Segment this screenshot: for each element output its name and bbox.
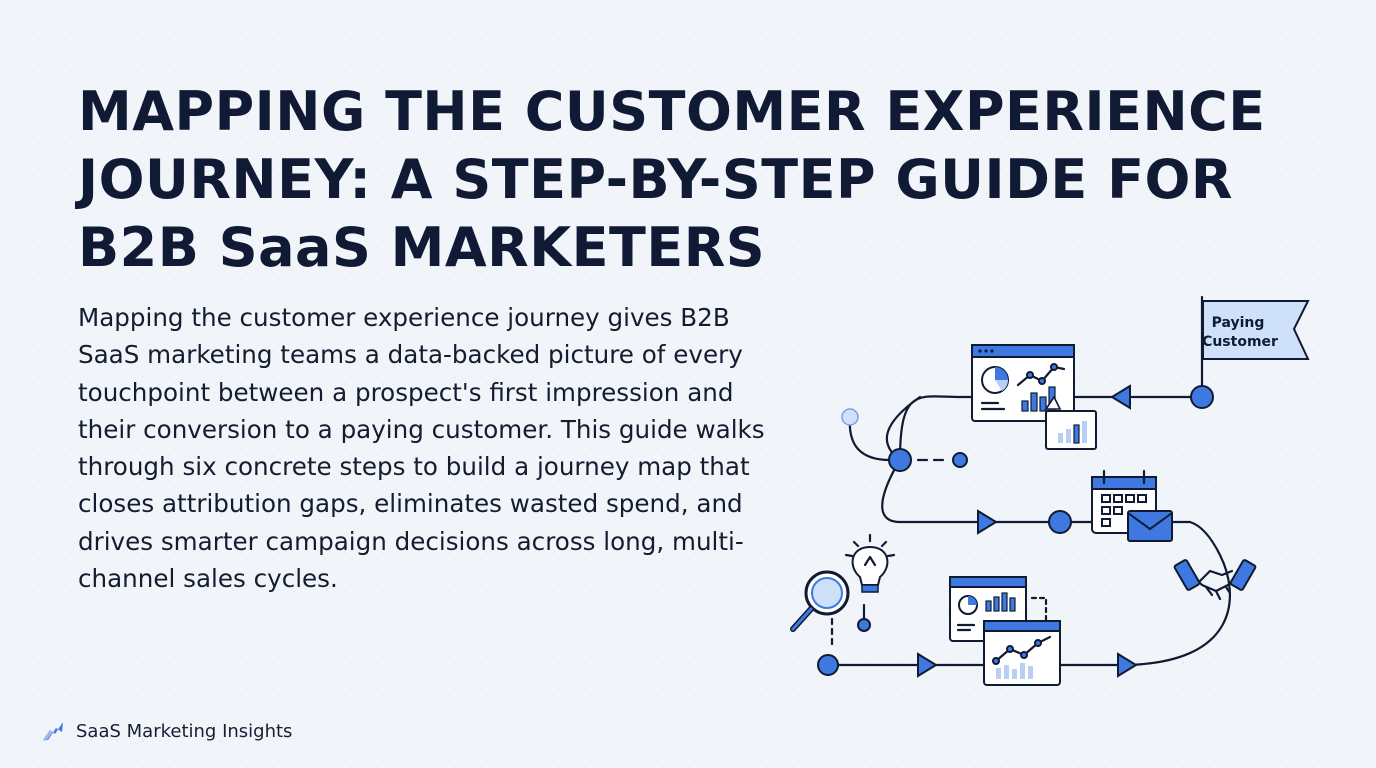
dashboard-icon bbox=[971, 344, 1097, 450]
journey-node bbox=[888, 448, 912, 472]
intro-paragraph: Mapping the customer experience journey … bbox=[78, 303, 765, 594]
page-title: MAPPING THE CUSTOMER EXPERIENCE JOURNEY:… bbox=[78, 80, 1266, 279]
journey-start-dot bbox=[841, 408, 859, 426]
flag-label-line2: Customer bbox=[1202, 334, 1278, 350]
brand-name: SaaS Marketing Insights bbox=[76, 720, 293, 742]
arrow-marker bbox=[1117, 652, 1138, 678]
lightbulb-icon bbox=[844, 533, 896, 632]
lightning-bolt-icon bbox=[43, 722, 63, 741]
brand: SaaS Marketing Insights bbox=[40, 718, 292, 744]
dashboard-icon bbox=[949, 576, 1061, 686]
arrow-marker bbox=[977, 509, 998, 535]
arrow-marker bbox=[917, 652, 938, 678]
handshake-icon bbox=[1173, 559, 1257, 601]
journey-start-node bbox=[817, 654, 839, 676]
flag-icon: Paying Customer bbox=[1202, 300, 1310, 360]
envelope-icon bbox=[1127, 510, 1173, 542]
journey-node bbox=[1048, 510, 1072, 534]
journey-illustration: .ink { stroke: #0f1b33; stroke-width: 2.… bbox=[790, 295, 1310, 686]
magnifier-icon bbox=[790, 570, 850, 647]
calendar-icon bbox=[1091, 469, 1157, 534]
journey-node bbox=[1190, 385, 1214, 409]
flag-label-line1: Paying bbox=[1212, 315, 1265, 331]
journey-node bbox=[952, 452, 968, 468]
arrow-marker bbox=[1110, 384, 1131, 410]
